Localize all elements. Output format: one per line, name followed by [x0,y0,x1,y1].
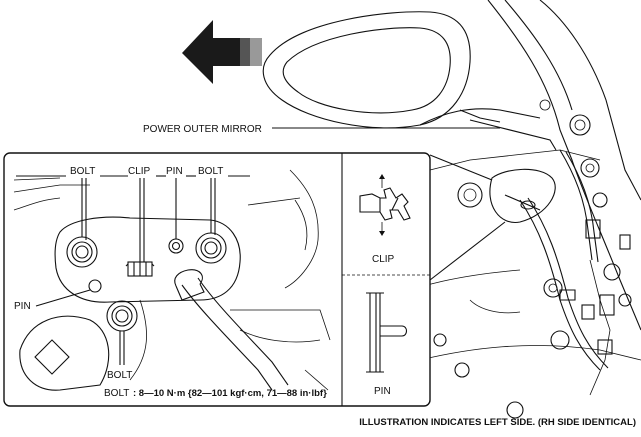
door-inner-holes [433,99,632,419]
detail-inset-box [3,152,431,407]
pin-icon [366,292,408,373]
bolt-top-left-label: BOLT [70,166,95,177]
pin-top-label: PIN [166,166,183,177]
pin-detail-label: PIN [374,386,391,397]
bolt-bottom-label: BOLT [107,370,132,381]
direction-arrow-icon [182,20,262,84]
clip-callout-label: CLIP [128,166,151,177]
pin-left-label: PIN [14,301,31,312]
torque-spec: : 8—10 N·m {82—101 kgf·cm, 71—88 in·lbf} [133,388,327,399]
power-outer-mirror [262,11,541,129]
mirror-cable-detail [174,269,289,391]
mirror-label: POWER OUTER MIRROR [143,124,262,135]
wire-harness [469,149,631,396]
callout-leaders [16,175,250,365]
bolt-bottom [106,300,138,332]
mount-location-marker [429,154,556,281]
torque-prefix: BOLT [104,388,129,399]
door-panel-detail [13,169,331,391]
clip-detail-label: CLIP [372,254,395,265]
pin-left [88,279,102,293]
footer-note: ILLUSTRATION INDICATES LEFT SIDE. (RH SI… [359,417,636,428]
bolt-top-right-label: BOLT [198,166,223,177]
clip-icon [359,174,411,236]
